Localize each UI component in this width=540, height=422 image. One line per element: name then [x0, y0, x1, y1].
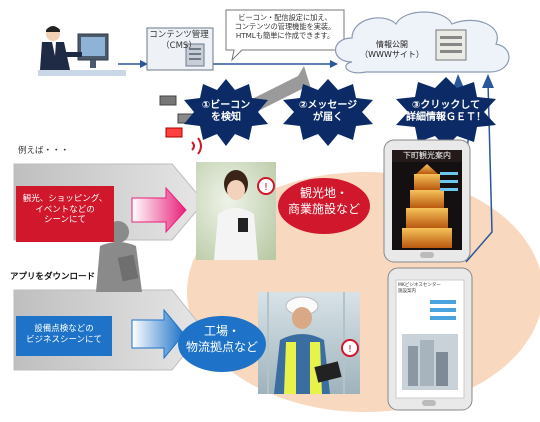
note-text: ビーコン・配信設定に加え、 コンテンツの管理機能を実装。 HTMLも簡単に作成で… [234, 13, 336, 40]
step1-burst [184, 79, 268, 146]
step3-burst [396, 77, 496, 147]
flow-arrowhead-cloud [330, 60, 338, 68]
step2-burst [283, 79, 373, 146]
note-bubble [225, 9, 345, 62]
phone-tourism-title: 下町観光案内 [403, 151, 451, 160]
place-oval-tourism [278, 178, 370, 234]
worker-tablet-photo: ! [258, 292, 360, 394]
example-label: 例えば・・・ [18, 146, 70, 156]
woman-smartphone-photo: ! [196, 162, 276, 260]
place-oval-business [178, 316, 266, 372]
cms-label: コンテンツ管理 （CMS） [149, 30, 209, 51]
scene-business-label: 設備点検などの ビジネスシーンにて [25, 324, 103, 345]
web-server-icon [435, 29, 467, 61]
scene-box-tourism [16, 186, 114, 242]
arrow-to-tourism [131, 186, 187, 234]
place-business-label: 工場・ 物流拠点など [185, 324, 258, 354]
place-tourism-label: 観光地・ 商業施設など [287, 186, 360, 216]
phone-business [387, 267, 473, 411]
scene-tourism-label: 観光、ショッピング、 イベントなどの シーンにて [22, 194, 108, 226]
server-icon [185, 43, 205, 67]
phone-business-title: MKビジネスセンター 施設案内 [398, 283, 441, 294]
step2-label: ②メッセージ が届く [298, 100, 358, 123]
scene-box-business [16, 316, 112, 356]
flow-arrowhead-cms [140, 60, 148, 68]
step1-label: ①ビーコン を検知 [201, 100, 251, 123]
arrow-to-business [131, 308, 185, 360]
cloud-label: 情報公開 （WWWサイト） [360, 40, 424, 59]
app-download-label: アプリをダウンロード [8, 272, 98, 283]
phone-tourism [383, 139, 471, 263]
svg-text:!: ! [348, 344, 352, 355]
admin-person-icon [38, 26, 126, 76]
step3-label: ③クリックして 詳細情報ＧＥＴ！ [406, 100, 486, 123]
svg-text:!: ! [264, 182, 268, 193]
